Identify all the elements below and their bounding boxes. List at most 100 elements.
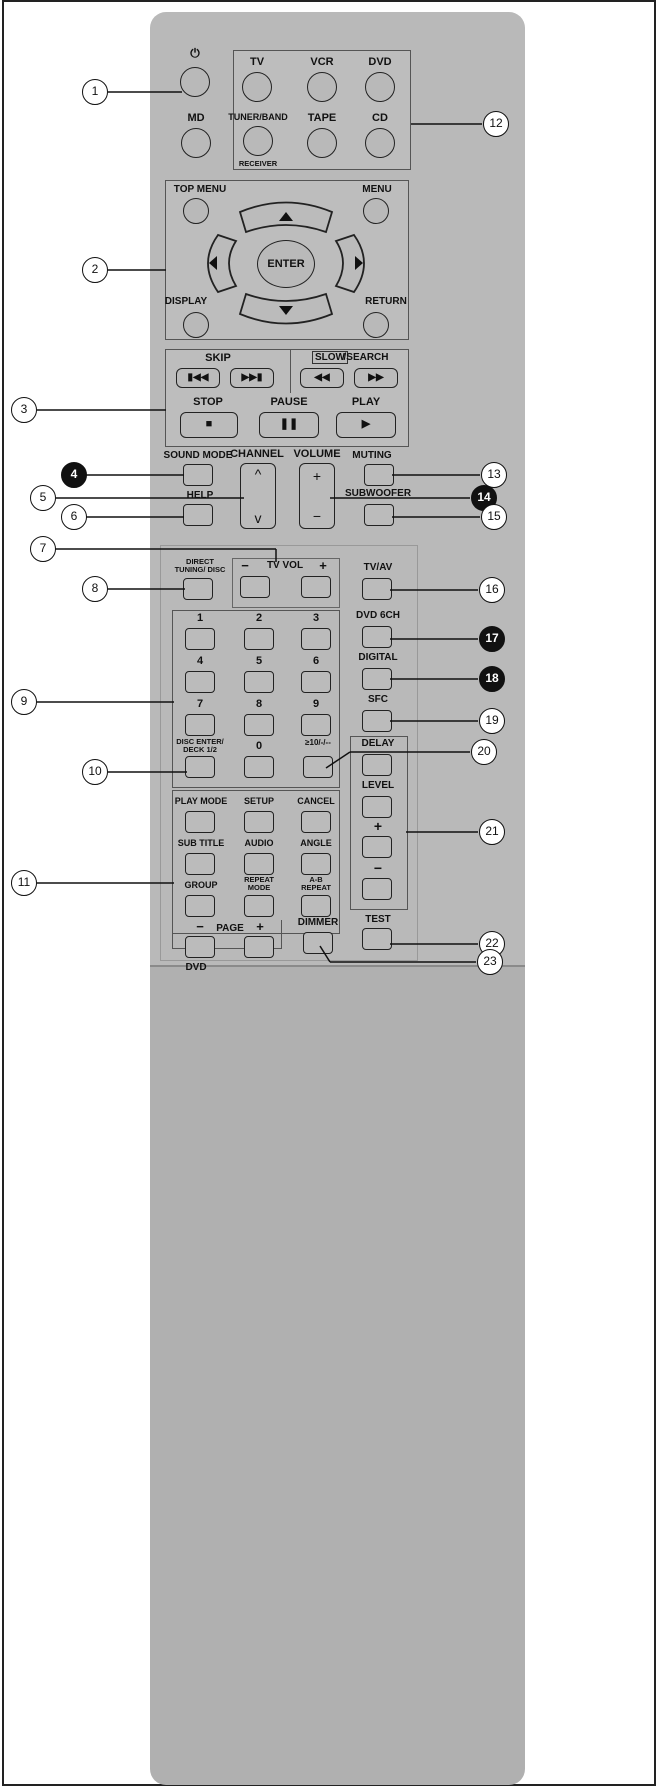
md-button[interactable] — [181, 128, 211, 158]
audio-label: AUDIO — [244, 838, 274, 848]
ten-plus-button[interactable] — [303, 756, 333, 778]
callout-1: 1 — [82, 79, 108, 105]
menu-label: MENU — [362, 184, 392, 195]
callout-19: 19 — [479, 708, 505, 734]
disc-enter-label: DISC ENTER/ DECK 1/2 — [176, 737, 224, 754]
subwoofer-button[interactable] — [364, 504, 394, 526]
direct-tuning-label: DIRECT TUNING/ DISC — [174, 557, 226, 574]
callout-11: 11 — [11, 870, 37, 896]
display-button[interactable] — [183, 312, 209, 338]
page-up-button[interactable] — [244, 936, 274, 958]
search-forward-button[interactable]: ▶▶ — [354, 368, 398, 388]
disc-enter-button[interactable] — [185, 756, 215, 778]
dimmer-button[interactable] — [303, 932, 333, 954]
cd-button[interactable] — [365, 128, 395, 158]
delay-button[interactable] — [362, 754, 392, 776]
cancel-button[interactable] — [301, 811, 331, 833]
level-up-button[interactable] — [362, 836, 392, 858]
volume-label: VOLUME — [293, 448, 341, 460]
pause-button[interactable]: ❚❚ — [259, 412, 319, 438]
tv-av-button[interactable] — [362, 578, 392, 600]
group-button[interactable] — [185, 895, 215, 917]
sound-mode-label: SOUND MODE — [163, 450, 233, 461]
play-button[interactable]: ▶ — [336, 412, 396, 438]
digit-7-button[interactable] — [185, 714, 215, 736]
return-button[interactable] — [363, 312, 389, 338]
digit-8-button[interactable] — [244, 714, 274, 736]
direct-tuning-button[interactable] — [183, 578, 213, 600]
help-label: HELP — [186, 490, 214, 501]
muting-button[interactable] — [364, 464, 394, 486]
callout-5: 5 — [30, 485, 56, 511]
stop-label: STOP — [193, 396, 223, 408]
level-button[interactable] — [362, 796, 392, 818]
vcr-label: VCR — [310, 56, 334, 68]
tape-label: TAPE — [307, 112, 337, 124]
level-plus-label: + — [373, 818, 383, 834]
channel-up-icon: ^ — [254, 466, 262, 482]
page-label: PAGE — [216, 923, 244, 934]
digit-6-label: 6 — [312, 655, 320, 667]
digit-9-button[interactable] — [301, 714, 331, 736]
subtitle-button[interactable] — [185, 853, 215, 875]
sfc-button[interactable] — [362, 710, 392, 732]
tuner-band-button[interactable] — [243, 126, 273, 156]
digit-7-label: 7 — [196, 698, 204, 710]
page-down-button[interactable] — [185, 936, 215, 958]
digit-5-button[interactable] — [244, 671, 274, 693]
digit-1-button[interactable] — [185, 628, 215, 650]
top-menu-button[interactable] — [183, 198, 209, 224]
sound-mode-button[interactable] — [183, 464, 213, 486]
menu-button[interactable] — [363, 198, 389, 224]
repeat-mode-button[interactable] — [244, 895, 274, 917]
callout-4: 4 — [61, 462, 87, 488]
skip-label: SKIP — [205, 352, 231, 364]
tv-vol-up-button[interactable] — [301, 576, 331, 598]
callout-16: 16 — [479, 577, 505, 603]
volume-minus-label: − — [312, 508, 322, 524]
slow-label: SLOW — [312, 351, 348, 364]
audio-button[interactable] — [244, 853, 274, 875]
angle-button[interactable] — [301, 853, 331, 875]
ab-repeat-button[interactable] — [301, 895, 331, 917]
top-menu-label: TOP MENU — [173, 184, 227, 195]
digital-button[interactable] — [362, 668, 392, 690]
callout-20: 20 — [471, 739, 497, 765]
volume-plus-label: + — [312, 468, 322, 484]
level-down-button[interactable] — [362, 878, 392, 900]
subwoofer-label: SUBWOOFER — [344, 488, 412, 499]
tv-vol-down-button[interactable] — [240, 576, 270, 598]
tv-button[interactable] — [242, 72, 272, 102]
digit-0-button[interactable] — [244, 756, 274, 778]
play-mode-button[interactable] — [185, 811, 215, 833]
tape-button[interactable] — [307, 128, 337, 158]
test-label: TEST — [365, 914, 391, 925]
tv-vol-frame — [232, 558, 340, 608]
callout-15: 15 — [481, 504, 507, 530]
channel-rocker[interactable]: ^ v — [240, 463, 276, 529]
ten-plus-label: ≥10/-/-- — [305, 738, 331, 747]
search-back-button[interactable]: ◀◀ — [300, 368, 344, 388]
skip-back-button[interactable]: ▮◀◀ — [176, 368, 220, 388]
digit-3-button[interactable] — [301, 628, 331, 650]
tv-label: TV — [249, 56, 265, 68]
skip-forward-button[interactable]: ▶▶▮ — [230, 368, 274, 388]
enter-button[interactable] — [257, 240, 315, 288]
help-button[interactable] — [183, 504, 213, 526]
tv-vol-plus-label: + — [319, 558, 327, 573]
power-icon: ⏻ — [190, 46, 200, 60]
vcr-button[interactable] — [307, 72, 337, 102]
callout-17: 17 — [479, 626, 505, 652]
digit-6-button[interactable] — [301, 671, 331, 693]
test-button[interactable] — [362, 928, 392, 950]
digit-2-button[interactable] — [244, 628, 274, 650]
page-plus-label: + — [256, 919, 264, 934]
callout-9: 9 — [11, 689, 37, 715]
setup-button[interactable] — [244, 811, 274, 833]
digit-4-button[interactable] — [185, 671, 215, 693]
power-button[interactable] — [180, 67, 210, 97]
stop-button[interactable]: ■ — [180, 412, 238, 438]
volume-rocker[interactable]: + − — [299, 463, 335, 529]
dvd-6ch-button[interactable] — [362, 626, 392, 648]
dvd-button[interactable] — [365, 72, 395, 102]
